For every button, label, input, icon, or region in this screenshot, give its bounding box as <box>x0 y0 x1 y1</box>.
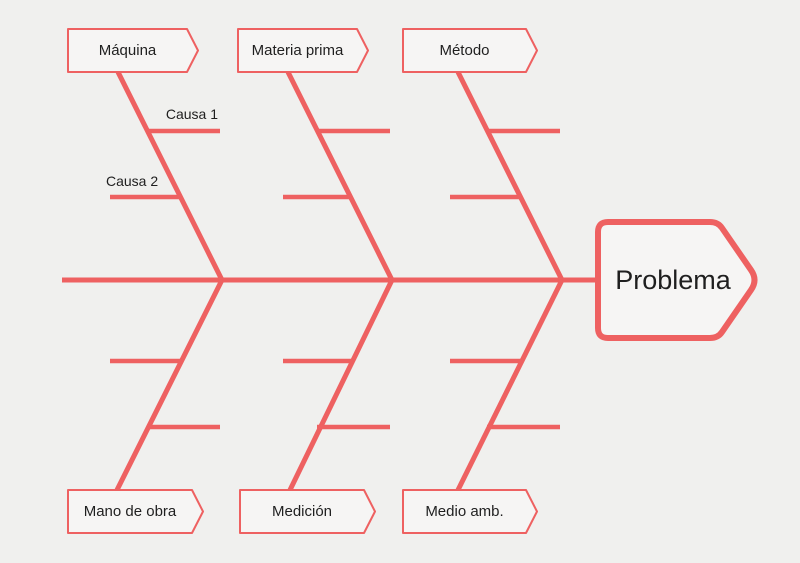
bone-top-left-line[interactable] <box>115 70 225 282</box>
category-box-maquina[interactable] <box>67 28 199 73</box>
bone-bottom-right-line[interactable] <box>455 278 565 492</box>
category-box-metodo[interactable] <box>402 28 538 73</box>
cause-label-2[interactable]: Causa 2 <box>106 173 159 189</box>
problem-head-shape[interactable] <box>595 219 758 341</box>
category-box-materia-prima[interactable] <box>237 28 369 73</box>
bone-bottom-middle-line[interactable] <box>287 278 395 492</box>
category-box-medio-amb[interactable] <box>402 489 538 534</box>
bone-top-middle-line[interactable] <box>285 70 395 282</box>
cause-label-1[interactable]: Causa 1 <box>165 106 218 122</box>
bone-bottom-left-line[interactable] <box>114 278 225 492</box>
category-label-metodo[interactable]: Método <box>439 42 490 59</box>
category-box-medicion[interactable] <box>239 489 376 534</box>
problem-label[interactable]: Problema <box>615 265 731 295</box>
category-label-mano-de-obra[interactable]: Mano de obra <box>83 503 177 520</box>
category-label-materia-prima[interactable]: Materia prima <box>251 42 344 59</box>
bone-top-right-line[interactable] <box>455 70 565 282</box>
category-label-maquina[interactable]: Máquina <box>98 42 157 59</box>
category-box-mano-de-obra[interactable] <box>67 489 204 534</box>
category-label-medicion[interactable]: Medición <box>271 503 333 520</box>
category-label-medio-amb[interactable]: Medio amb. <box>425 503 504 520</box>
